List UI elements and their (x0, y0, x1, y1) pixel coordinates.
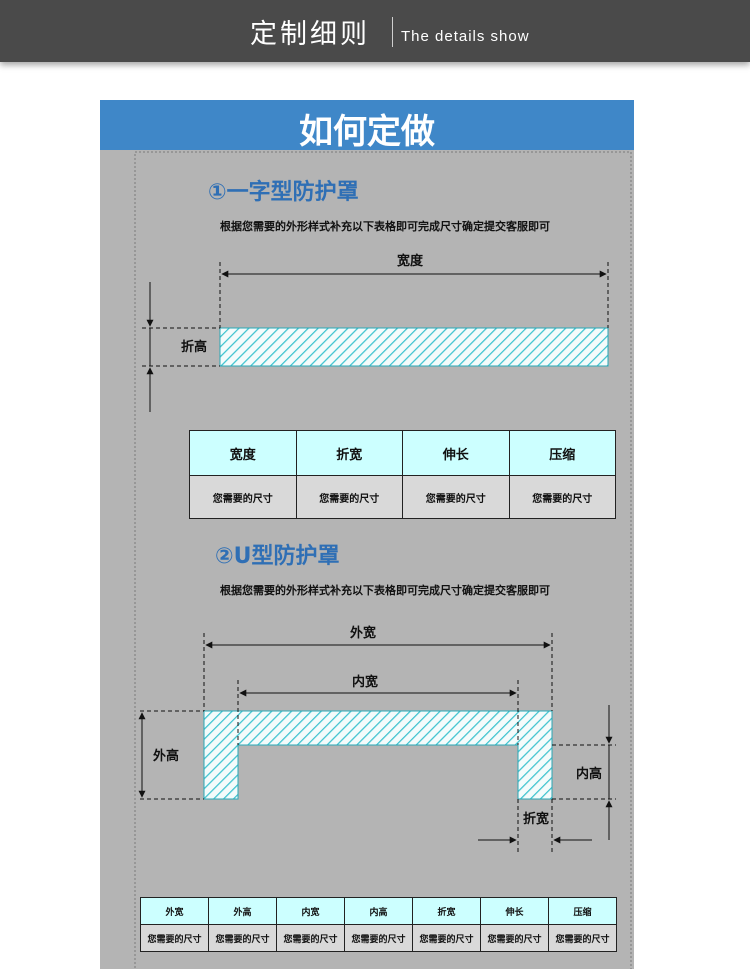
dim-label-outer-width: 外宽 (350, 626, 377, 641)
flat-cover-shape (219, 327, 609, 367)
table1-header: 宽度 (189, 430, 297, 476)
section1-title: ①一字型防护罩 (208, 180, 359, 205)
table1-value-cell[interactable]: 您需要的尺寸 (295, 475, 403, 519)
banner-title: 如何定做 (299, 112, 435, 152)
table2-value-cell[interactable]: 您需要的尺寸 (276, 924, 345, 952)
dim-label-inner-height: 内高 (576, 767, 603, 782)
header-divider (392, 17, 393, 47)
customization-panel: 如何定做 (100, 100, 634, 969)
table1-value-cell[interactable]: 您需要的尺寸 (189, 475, 297, 519)
section1-spec-table: 宽度 折宽 伸长 压缩 您需要的尺寸 您需要的尺寸 您需要的尺寸 您需要的尺寸 (189, 430, 616, 519)
table1-header: 折宽 (295, 430, 403, 476)
table1-header: 伸长 (402, 430, 510, 476)
page-header: 定制细则 The details show (0, 0, 750, 62)
header-title-cn: 定制细则 (250, 19, 370, 50)
header-title-en: The details show (401, 28, 530, 45)
dim-label-fold-height: 折高 (181, 340, 208, 355)
table2-header: 折宽 (412, 897, 481, 925)
table2-header: 外宽 (140, 897, 209, 925)
table2-header: 内高 (344, 897, 413, 925)
dim-label-outer-height: 外高 (153, 749, 180, 764)
flat-cover-diagram (142, 262, 609, 412)
section2-instruction: 根据您需要的外形样式补充以下表格即可完成尺寸确定提交客服即可 (220, 584, 550, 597)
table2-value-cell[interactable]: 您需要的尺寸 (548, 924, 617, 952)
table1-header: 压缩 (508, 430, 616, 476)
table2-header: 外高 (208, 897, 277, 925)
table2-value-cell[interactable]: 您需要的尺寸 (412, 924, 481, 952)
table2-value-cell[interactable]: 您需要的尺寸 (208, 924, 277, 952)
table1-value-cell[interactable]: 您需要的尺寸 (508, 475, 616, 519)
table2-header: 压缩 (548, 897, 617, 925)
dimension-diagrams (134, 151, 632, 969)
table2-value-cell[interactable]: 您需要的尺寸 (344, 924, 413, 952)
dim-label-width: 宽度 (397, 254, 424, 269)
table2-value-cell[interactable]: 您需要的尺寸 (140, 924, 209, 952)
section1-instruction: 根据您需要的外形样式补充以下表格即可完成尺寸确定提交客服即可 (220, 220, 550, 233)
section2-spec-table: 外宽 外高 内宽 内高 折宽 伸长 压缩 您需要的尺寸 您需要的尺寸 您需要的尺… (140, 897, 617, 952)
section2-title: ②U型防护罩 (215, 544, 340, 569)
table2-header: 内宽 (276, 897, 345, 925)
dim-label-inner-width: 内宽 (352, 675, 379, 690)
dotted-frame (134, 151, 632, 969)
banner: 如何定做 (100, 100, 634, 152)
table2-value-cell[interactable]: 您需要的尺寸 (480, 924, 549, 952)
dim-label-fold-width: 折宽 (523, 812, 550, 827)
table2-header: 伸长 (480, 897, 549, 925)
table1-value-cell[interactable]: 您需要的尺寸 (402, 475, 510, 519)
u-cover-diagram (138, 633, 616, 852)
u-cover-shape (203, 710, 553, 800)
